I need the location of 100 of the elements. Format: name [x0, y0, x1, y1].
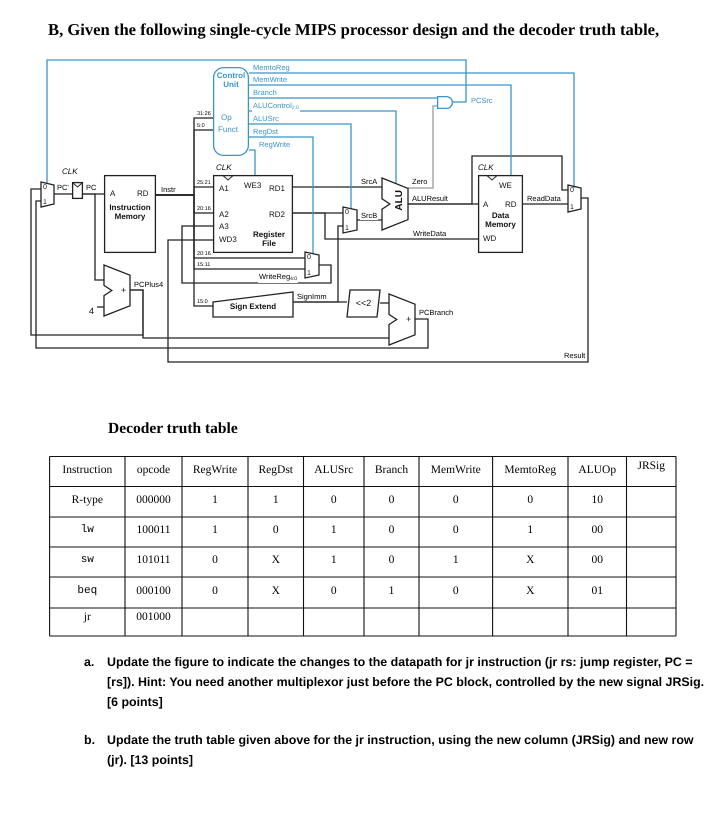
cell-value: 1 [388, 584, 396, 596]
row-header: sw [80, 554, 95, 566]
port-label: RD [137, 189, 150, 198]
cell-value: X [525, 554, 536, 566]
block-box [478, 175, 523, 253]
wire [408, 155, 568, 205]
wire [35, 200, 429, 349]
cell-value: X [270, 584, 281, 596]
column-header: opcode [136, 464, 172, 476]
cell-value: 00 [590, 554, 604, 566]
column-header: RegDst [258, 464, 294, 476]
register-symbol [72, 182, 83, 199]
port-label: Op [221, 113, 233, 122]
clock-label: CLK [62, 167, 78, 176]
port-label: A2 [219, 210, 230, 219]
wire [249, 149, 256, 175]
wire [249, 136, 314, 254]
wire [408, 105, 437, 189]
wire [523, 203, 568, 205]
column-header: Branch [374, 464, 410, 476]
cell-value: 01 [590, 584, 604, 596]
wire [97, 306, 104, 308]
operator-symbol: + [121, 286, 128, 295]
port-label: A3 [219, 222, 230, 231]
cell-value: 000000 [135, 494, 172, 506]
port-label: RD2 [269, 210, 286, 219]
port-label: WD3 [219, 235, 238, 244]
cell-value: 0 [388, 494, 396, 506]
wire [249, 97, 437, 99]
port-label: RD1 [269, 184, 286, 193]
multiplexer-symbol [343, 207, 357, 233]
cell-value: 0 [388, 524, 396, 536]
cell-value: X [525, 584, 536, 596]
sign-extend-block [213, 292, 293, 317]
block-box [104, 175, 156, 253]
control-unit-box [213, 67, 249, 156]
port-label: RD [505, 200, 518, 209]
cell-value: 001000 [135, 611, 172, 623]
wire [249, 123, 352, 209]
cell-value: 1 [211, 524, 219, 536]
row-header: jr [82, 611, 92, 623]
wire [249, 84, 512, 175]
wire [83, 193, 104, 281]
port-label: Funct [218, 125, 240, 134]
component-name: Instruction Memory [108, 203, 152, 221]
column-header: MemtoReg [503, 464, 558, 476]
operator-symbol: + [406, 315, 412, 324]
question-text: Update the figure to indicate the changes to the datapath for jr instruction (jr rs: jump register, PC = [rs]). Hint: You need another multiplexor just before the PC block, controlled by the new signal JRSig. [6 points] [107, 654, 705, 711]
row-header: beq [76, 584, 98, 596]
row-header: R-type [70, 494, 104, 506]
cell-value: 0 [526, 494, 534, 506]
port-label: A1 [219, 184, 230, 193]
wire [46, 59, 467, 183]
block-box [213, 175, 293, 253]
cell-value: X [270, 554, 281, 566]
wire [130, 289, 389, 339]
cell-value: 0 [330, 494, 338, 506]
cell-value: 1 [330, 524, 338, 536]
port-label: WD [483, 234, 498, 243]
cell-value: 1 [211, 494, 219, 506]
column-header: Instruction [61, 464, 114, 476]
column-header: RegWrite [192, 464, 238, 476]
cell-value: 1 [272, 494, 280, 506]
multiplexer-symbol [41, 182, 54, 207]
column-header: JRSig [636, 460, 666, 472]
component-name: Register File [252, 230, 286, 248]
wire [30, 188, 144, 336]
multiplexer-symbol [305, 252, 319, 278]
cell-value: 0 [452, 524, 460, 536]
wire [293, 186, 382, 188]
adder-symbol [104, 265, 130, 316]
component-name: Control Unit [216, 71, 246, 89]
wire [357, 219, 382, 221]
component-name: Sign Extend [228, 302, 278, 311]
component-name: Data Memory [484, 211, 517, 229]
port-label: A [483, 200, 490, 209]
clock-label: CLK [478, 163, 494, 172]
wire [54, 193, 72, 195]
column-header: ALUOp [577, 464, 618, 476]
question-text: Update the truth table given above for the jr instruction, using the new column (JRSig) and new row (jr). [13 points] [107, 732, 695, 769]
port-label: A [110, 189, 116, 198]
wire [293, 301, 347, 303]
cell-value: 0 [272, 524, 280, 536]
cell-value: 101011 [135, 554, 172, 566]
adder-symbol [382, 178, 408, 230]
column-header: MemWrite [430, 464, 482, 476]
multiplexer-symbol [568, 185, 581, 212]
port-label: WE3 [244, 181, 262, 190]
cell-value: 0 [452, 584, 460, 596]
row-header: lw [80, 524, 95, 536]
cell-value: 1 [330, 554, 338, 566]
wire [156, 194, 213, 307]
wire [380, 302, 389, 304]
table-heading: Decoder truth table [108, 420, 238, 438]
column-header: ALUSrc [313, 464, 354, 476]
shift-label: <<2 [354, 299, 372, 308]
cell-value: 100011 [135, 524, 172, 536]
heading: B, Given the following single-cycle MIPS processor design and the decoder truth table, [48, 20, 660, 40]
list-marker: b. [84, 732, 96, 749]
cell-value: 0 [211, 554, 219, 566]
